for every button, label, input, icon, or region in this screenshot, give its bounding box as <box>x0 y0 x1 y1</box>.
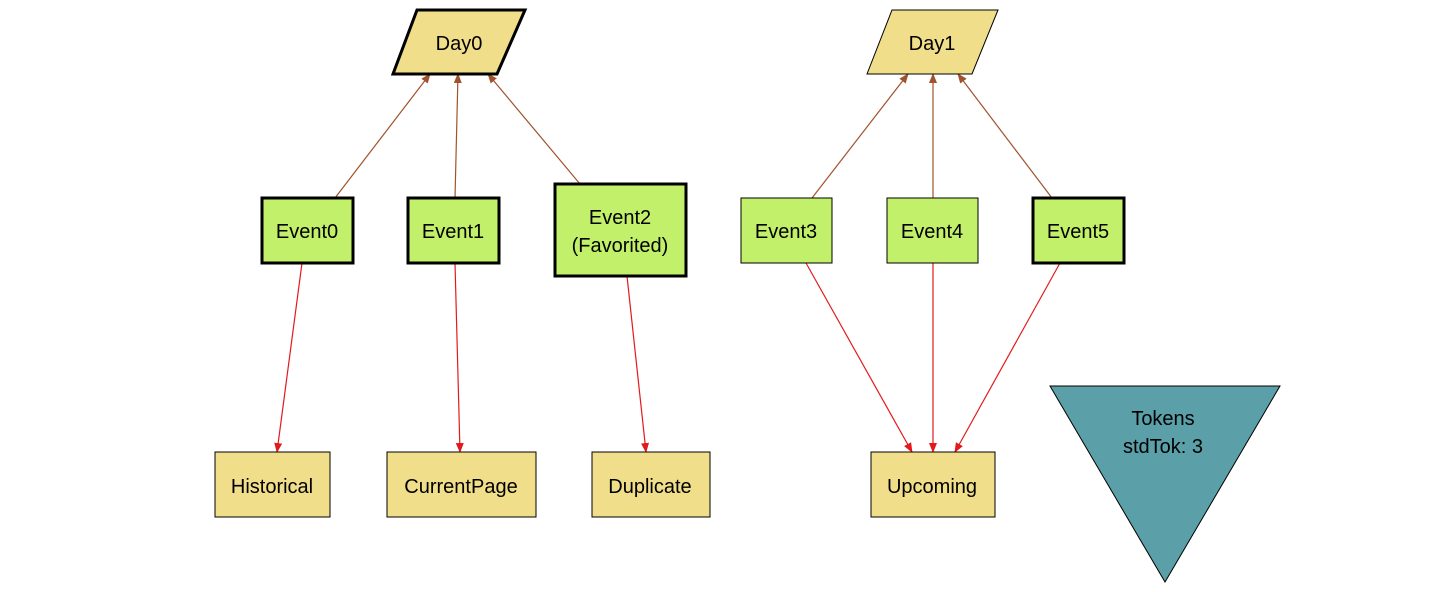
node-event4[interactable]: Event4 <box>886 197 979 264</box>
node-upcoming-label: Upcoming <box>887 476 977 498</box>
node-event1-label: Event1 <box>422 221 484 243</box>
node-day0[interactable]: Day0 <box>390 8 528 76</box>
node-event1[interactable]: Event1 <box>406 196 501 265</box>
node-event0[interactable]: Event0 <box>260 196 355 265</box>
node-event2-label-line1: Event2 <box>589 207 651 229</box>
node-historical[interactable]: Historical <box>214 451 331 518</box>
edge-event3-to-upcoming <box>805 262 913 453</box>
node-duplicate-label: Duplicate <box>608 476 691 498</box>
node-tokens-label-line1: Tokens <box>1131 408 1194 430</box>
edge-event3-to-day1 <box>811 73 909 199</box>
node-event5[interactable]: Event5 <box>1031 196 1126 265</box>
edges-layer <box>274 73 1061 453</box>
node-currentpage-label: CurrentPage <box>404 476 517 498</box>
node-currentpage[interactable]: CurrentPage <box>386 451 537 518</box>
edge-event0-to-day0 <box>334 73 431 199</box>
node-event2-label-line2: (Favorited) <box>572 235 669 257</box>
node-event2[interactable]: Event2 (Favorited) <box>553 182 688 278</box>
edge-event5-to-upcoming <box>954 262 1061 453</box>
edge-event1-to-day0 <box>453 73 462 199</box>
node-tokens-label-line2: stdTok: 3 <box>1123 436 1203 458</box>
node-day1[interactable]: Day1 <box>866 9 999 75</box>
node-day0-label: Day0 <box>436 33 483 55</box>
node-historical-label: Historical <box>231 476 313 498</box>
edge-event0-to-historical <box>274 262 303 453</box>
edge-event2-to-day0 <box>487 73 581 185</box>
edge-event1-to-currentpage <box>454 262 464 453</box>
node-upcoming[interactable]: Upcoming <box>870 451 996 518</box>
node-event3-label: Event3 <box>755 221 817 243</box>
node-event5-label: Event5 <box>1047 221 1109 243</box>
node-duplicate[interactable]: Duplicate <box>591 451 711 518</box>
edge-event5-to-day1 <box>957 73 1053 199</box>
node-tokens[interactable]: Tokens stdTok: 3 <box>1049 385 1281 583</box>
node-event0-label: Event0 <box>276 221 338 243</box>
node-day1-label: Day1 <box>909 33 956 55</box>
node-event3[interactable]: Event3 <box>740 197 833 264</box>
edge-event2-to-duplicate <box>626 275 650 453</box>
node-event4-label: Event4 <box>901 221 963 243</box>
